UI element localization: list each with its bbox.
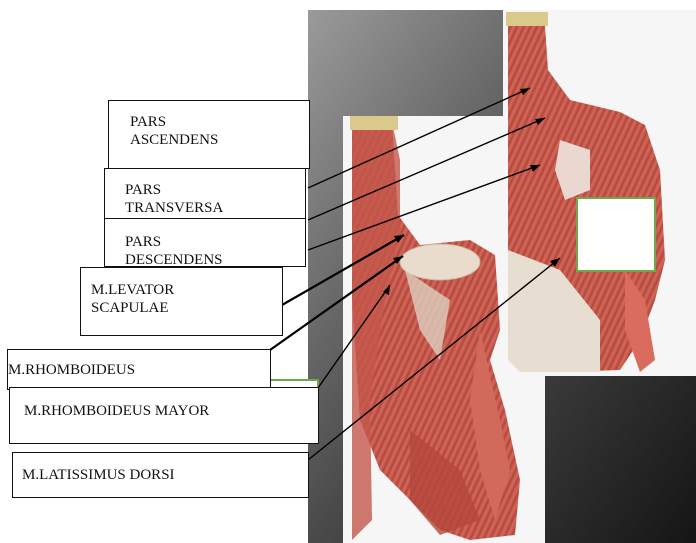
label-rhomboideus-mayor: M.RHOMBOIDEUS MAYOR bbox=[9, 387, 319, 444]
skull-bone-right bbox=[506, 12, 548, 26]
label-rhomboideus: M.RHOMBOIDEUS bbox=[7, 349, 271, 390]
label-levator-scapulae-text: M.LEVATOR SCAPULAE bbox=[91, 281, 174, 317]
label-pars-ascendens: PARS ASCENDENS bbox=[108, 100, 310, 169]
skull-bone-left bbox=[350, 116, 398, 130]
label-rhomboideus-text: M.RHOMBOIDEUS bbox=[8, 361, 135, 379]
label-pars-transversa-text: PARS TRANSVERSA bbox=[125, 181, 223, 217]
label-latissimus-dorsi: M.LATISSIMUS DORSI bbox=[12, 452, 309, 498]
label-pars-transversa: PARS TRANSVERSA bbox=[104, 168, 306, 219]
label-pars-ascendens-text: PARS ASCENDENS bbox=[130, 113, 218, 149]
label-pars-descendens-text: PARS DESCENDENS bbox=[125, 233, 223, 267]
placeholder-box-right bbox=[577, 198, 655, 271]
label-rhomboideus-mayor-text: M.RHOMBOIDEUS MAYOR bbox=[24, 402, 209, 420]
label-latissimus-dorsi-text: M.LATISSIMUS DORSI bbox=[22, 466, 175, 484]
label-levator-scapulae: M.LEVATOR SCAPULAE bbox=[80, 267, 283, 336]
anatomy-image-right bbox=[503, 10, 696, 376]
scapula-acromion bbox=[400, 244, 480, 280]
label-pars-descendens: PARS DESCENDENS bbox=[104, 218, 306, 267]
